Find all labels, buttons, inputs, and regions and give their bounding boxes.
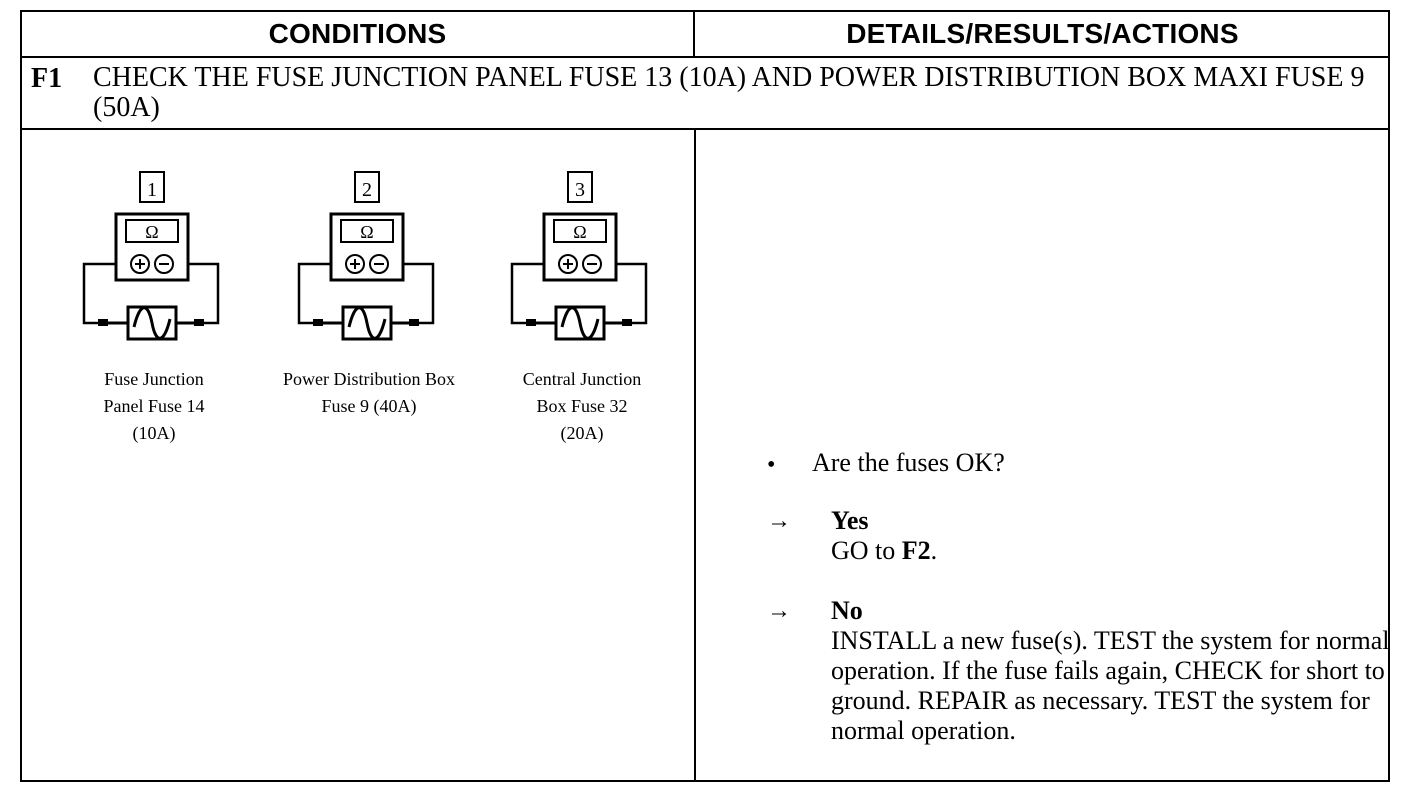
diagram-number: 3: [575, 179, 585, 201]
ohmmeter-icon: 2 Ω: [297, 171, 435, 341]
no-label: No: [831, 596, 863, 625]
ohmmeter-icon: 3 Ω: [510, 171, 648, 341]
ohm-symbol: Ω: [360, 222, 373, 242]
ohmmeter-diagram-1: 1 Ω Fuse Junction Panel Fuse 14 (10A): [34, 162, 274, 462]
question-text: Are the fuses OK?: [812, 448, 1005, 477]
diagram-number: 2: [362, 179, 372, 201]
goto-step-link: F2: [901, 536, 931, 565]
step-row: F1 CHECK THE FUSE JUNCTION PANEL FUSE 13…: [22, 58, 1388, 128]
yes-label: Yes: [831, 506, 869, 535]
right-arrow-icon: →: [767, 508, 791, 534]
details-header: DETAILS/RESULTS/ACTIONS: [846, 18, 1239, 49]
right-arrow-icon: →: [767, 598, 791, 624]
fuse-label: Fuse Junction Panel Fuse 14 (10A): [103, 369, 205, 443]
ohmmeter-icon: 1 Ω: [82, 171, 220, 341]
header-divider: [22, 56, 1388, 58]
fuse-label: Central Junction Box Fuse 32 (20A): [522, 369, 642, 443]
step-title: CHECK THE FUSE JUNCTION PANEL FUSE 13 (1…: [93, 62, 1365, 123]
step-divider: [22, 128, 1388, 130]
ohmmeter-diagram-3: 3 Ω Central Junction Box Fuse 32 (20A): [462, 162, 702, 462]
no-action: INSTALL a new fuse(s). TEST the system f…: [831, 626, 1390, 745]
ohm-symbol: Ω: [145, 222, 158, 242]
step-id: F1: [31, 63, 63, 94]
bullet-icon: •: [767, 452, 776, 478]
diagram-number: 1: [147, 179, 157, 201]
ohmmeter-diagram-2: 2 Ω Power Distribution Box Fuse 9 (40A): [249, 162, 489, 462]
yes-action: GO to F2.: [831, 536, 938, 565]
conditions-header: CONDITIONS: [22, 12, 695, 56]
details-column: • Are the fuses OK? → Yes GO to F2. → No…: [695, 130, 1390, 780]
column-divider: [694, 128, 696, 780]
ohm-symbol: Ω: [573, 222, 586, 242]
fuse-label: Power Distribution Box Fuse 9 (40A): [282, 369, 455, 416]
diagnostic-table: CONDITIONS DETAILS/RESULTS/ACTIONS F1 CH…: [20, 10, 1390, 782]
